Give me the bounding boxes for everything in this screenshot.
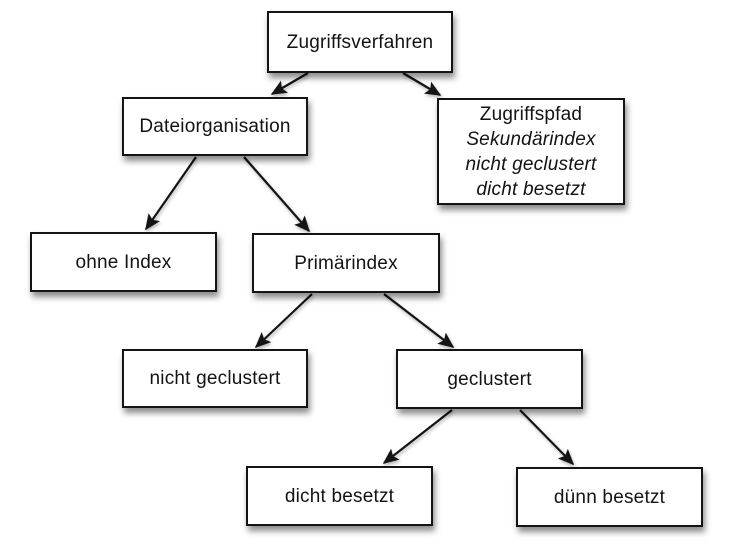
edge-arrow-geclustert-dicht (382, 409, 453, 464)
edge-arrow-datei-ohneindex (145, 156, 197, 231)
node-zugriffsverfahren: Zugriffsverfahren (267, 11, 453, 73)
node-label: dicht besetzt (284, 485, 395, 507)
node-label-line3: nicht geclustert (465, 153, 597, 175)
node-label: Primärindex (294, 252, 398, 274)
node-label: geclustert (447, 368, 532, 390)
node-nicht-geclustert: nicht geclustert (122, 349, 308, 408)
edge-arrow-primaer-geclustert (383, 293, 455, 348)
node-dateiorganisation: Dateiorganisation (122, 97, 308, 156)
edge-arrow-root-dateiorganisation (270, 72, 309, 95)
node-label: Dateiorganisation (139, 116, 291, 137)
node-dicht-besetzt: dicht besetzt (246, 466, 433, 526)
node-zugriffspfad: Zugriffspfad Sekundärindex nicht geclust… (437, 98, 625, 205)
edge-arrow-root-zugriffspfad (402, 72, 442, 96)
node-ohne-index: ohne Index (30, 232, 217, 292)
node-label: nicht geclustert (149, 368, 281, 389)
node-label-line4: dicht besetzt (476, 178, 586, 200)
node-primaerindex: Primärindex (252, 233, 440, 293)
node-label: Zugriffsverfahren (286, 31, 434, 53)
node-label: dünn besetzt (553, 486, 666, 508)
node-label-line2: Sekundärindex (466, 128, 596, 150)
node-label: ohne Index (75, 251, 172, 273)
node-label-line1: Zugriffspfad (479, 103, 583, 125)
node-geclustert: geclustert (396, 349, 583, 409)
edge-arrow-primaer-nichtgeclustert (254, 293, 313, 349)
edge-arrow-geclustert-duenn (519, 409, 575, 466)
edge-arrow-datei-primaerindex (243, 156, 310, 233)
node-duenn-besetzt: dünn besetzt (516, 467, 703, 527)
